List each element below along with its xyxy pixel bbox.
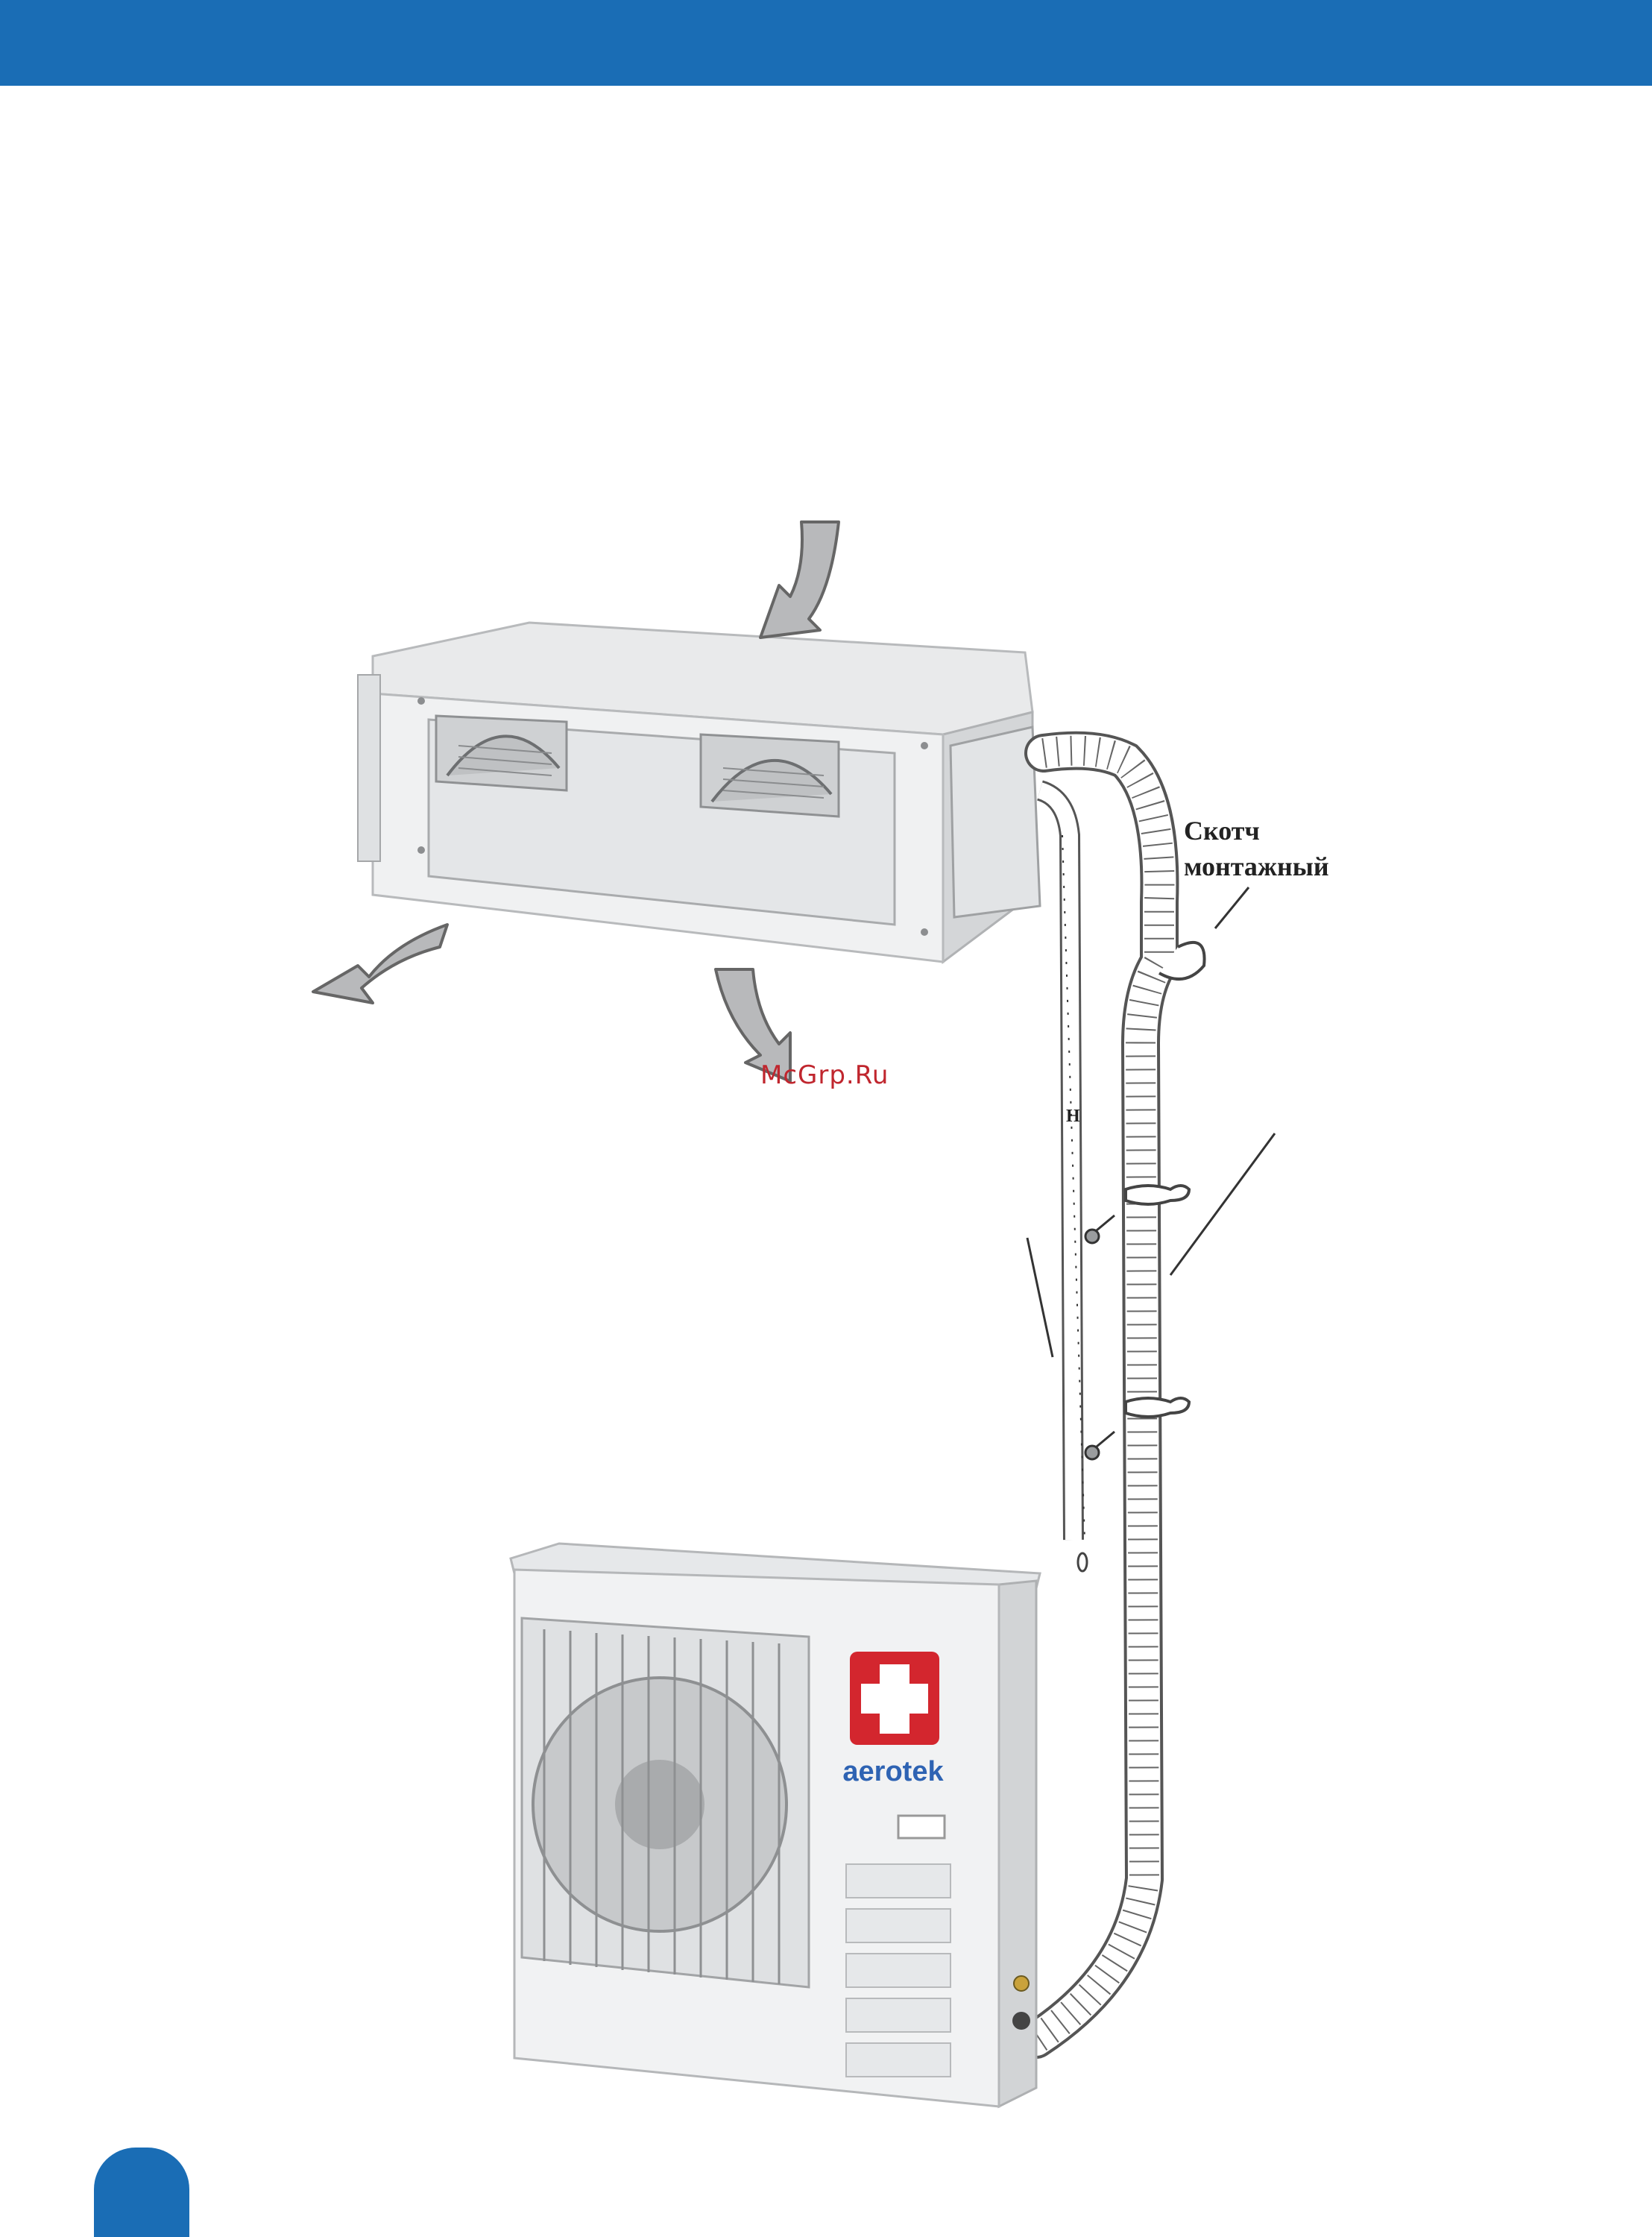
header-bar: [0, 0, 1652, 86]
callout-line-1: Скотч: [1184, 816, 1260, 846]
callout-line-2: монтажный: [1184, 852, 1329, 881]
indoor-duct-unit: [357, 621, 1041, 964]
refrigerant-pipe-bundle: [1017, 731, 1276, 2059]
drain-hose: [1026, 780, 1088, 1573]
page-number-badge: [94, 2148, 189, 2237]
brand-name: aerotek: [842, 1756, 944, 1787]
fan-opening-right: [699, 733, 840, 818]
fan-opening-left: [435, 714, 568, 792]
screw-icon: [1084, 1214, 1115, 1461]
watermark: McGrp.Ru: [760, 1060, 889, 1090]
medical-cross-logo-icon: [850, 1652, 939, 1745]
airflow-arrow-icon: [312, 520, 840, 1083]
drain-label: Н: [1066, 1107, 1080, 1126]
outdoor-unit: [509, 1542, 1041, 2109]
callout-mounting-tape: Скотч монтажный: [1184, 813, 1329, 884]
pipe-clamp-icon: [1124, 1184, 1191, 1418]
